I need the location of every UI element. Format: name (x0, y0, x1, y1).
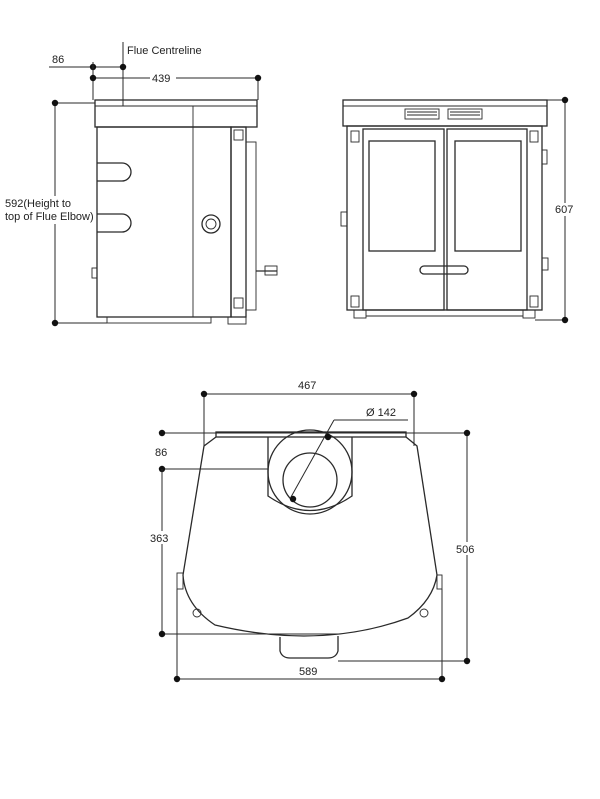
front-hinge-br (529, 295, 539, 308)
flue-centreline-label: Flue Centreline (127, 45, 202, 57)
front-hinge-tl (350, 130, 360, 143)
dim-607-label: 607 (555, 204, 573, 216)
front-knob-bottom (541, 257, 549, 271)
dim-506-dot-top (463, 429, 471, 437)
front-glass-right (454, 140, 522, 252)
dim-592-gap (4, 196, 92, 224)
dim-439-label: 439 (152, 73, 170, 85)
plan-foot-left (192, 608, 202, 618)
dim-86-plan-dot-top (158, 429, 166, 437)
plan-body-outline (182, 436, 438, 637)
side-top-plate (94, 99, 258, 128)
dim-506-gap (454, 542, 480, 555)
plan-flue-housing (267, 437, 353, 512)
dim-diameter-dot-bottom (289, 495, 297, 503)
side-rear-tab (91, 267, 98, 279)
plan-tab-left (176, 572, 184, 590)
plan-flue-outer (267, 429, 353, 515)
side-view: Flue Centreline 86 439 592(Height to top… (4, 42, 278, 327)
side-hinge-top (233, 129, 244, 141)
plan-top-rim (215, 431, 407, 438)
dim-439-gap (150, 72, 176, 84)
dim-592-dot-bottom (51, 319, 59, 327)
front-vent-right (447, 108, 483, 120)
dim-607-dot-top (561, 96, 569, 104)
plan-view: 467 Ø 142 86 363 506 589 (148, 380, 480, 683)
dim-363-dot-bottom (158, 630, 166, 638)
plan-flue-inner (282, 452, 338, 508)
dim-diameter-label: Ø 142 (366, 407, 396, 419)
side-door-edge (245, 141, 257, 311)
front-hinge-bl (350, 295, 360, 308)
dim-439-dot-right (254, 74, 262, 82)
front-vent-left (404, 108, 440, 120)
plan-tab-right (436, 574, 443, 590)
side-tab-lower (97, 213, 132, 233)
dim-86-side-label: 86 (52, 54, 64, 66)
front-view: 607 (340, 96, 576, 324)
dim-467-dot-right (410, 390, 418, 398)
front-door-right (446, 128, 528, 311)
side-foot-left (106, 316, 212, 324)
side-foot-right (227, 316, 247, 325)
front-foot-right (522, 309, 536, 319)
side-air-control (201, 214, 221, 234)
front-knob-top (541, 149, 548, 165)
side-tab-upper (97, 162, 132, 182)
dim-506-label: 506 (456, 544, 474, 556)
dim-86-plan-label: 86 (155, 447, 167, 459)
plan-handle (279, 636, 339, 659)
dim-607-gap (554, 203, 576, 216)
side-door-frame (230, 126, 247, 318)
front-top-plate (342, 99, 548, 127)
front-hinge-tr (529, 130, 539, 143)
side-handle-knob (264, 265, 278, 276)
dim-607-dot-bottom (561, 316, 569, 324)
side-air-control-inner (205, 218, 217, 230)
dim-506-dot-bottom (463, 657, 471, 665)
front-door-left (362, 128, 445, 311)
dim-467-dot-left (200, 390, 208, 398)
dim-439-dot-left (89, 74, 97, 82)
dim-363-gap (148, 531, 174, 544)
dim-diameter-dot-top (324, 433, 332, 441)
dim-86-side-dot-right (119, 63, 127, 71)
front-glass-left (368, 140, 436, 252)
front-foot-left (353, 309, 367, 319)
dim-467-label: 467 (298, 380, 316, 392)
dim-589-dot-right (438, 675, 446, 683)
dim-589-label: 589 (299, 666, 317, 678)
plan-foot-right (419, 608, 429, 618)
side-hinge-bottom (233, 297, 244, 309)
dim-592-label-2: top of Flue Elbow) (5, 211, 94, 223)
dim-592-dot-top (51, 99, 59, 107)
dim-592-label-1: 592(Height to (5, 198, 71, 210)
front-knob-left (340, 211, 348, 227)
dim-363-label: 363 (150, 533, 168, 545)
dim-589-dot-left (173, 675, 181, 683)
side-body (96, 126, 232, 318)
front-handle (419, 265, 469, 275)
